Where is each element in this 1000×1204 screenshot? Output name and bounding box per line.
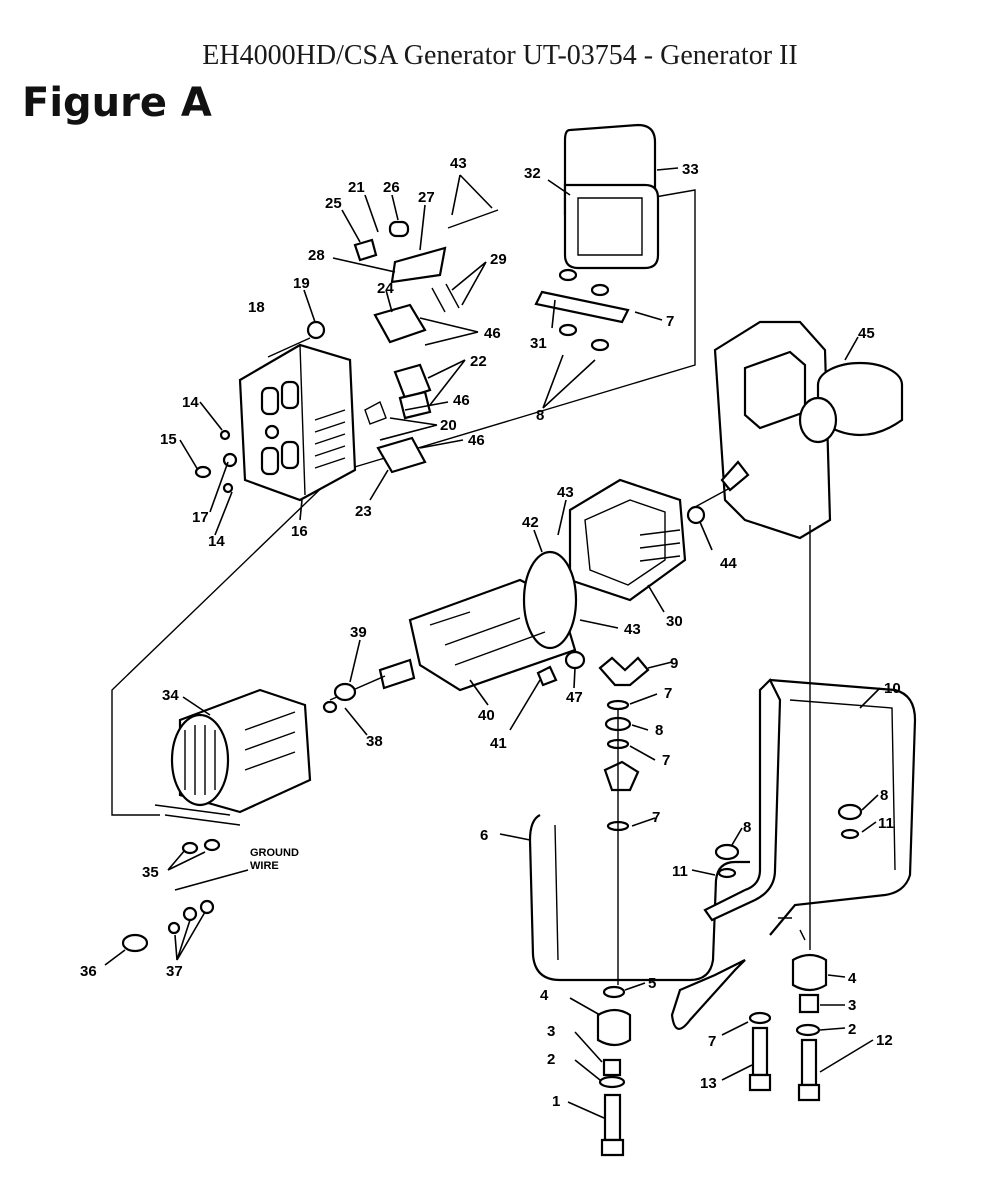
mount-hardware-left bbox=[596, 985, 632, 1157]
callout-29: 29 bbox=[490, 251, 507, 268]
callout-14: 14 bbox=[182, 394, 199, 411]
callout-3: 3 bbox=[547, 1023, 555, 1040]
callout-1: 1 bbox=[552, 1093, 560, 1110]
callout-7: 7 bbox=[662, 752, 670, 769]
callout-16: 16 bbox=[291, 523, 308, 540]
callout-22: 22 bbox=[470, 353, 487, 370]
callout-labels: 33 32 43 21 26 25 27 28 29 19 18 24 46 3… bbox=[80, 155, 901, 1110]
callout-15: 15 bbox=[160, 431, 177, 448]
mount-hardware-right bbox=[748, 953, 828, 1102]
callout-6: 6 bbox=[480, 827, 488, 844]
callout-38: 38 bbox=[366, 733, 383, 750]
callout-33: 33 bbox=[682, 161, 699, 178]
figure-label: Figure A bbox=[22, 80, 212, 126]
callout-8: 8 bbox=[655, 722, 663, 739]
callout-14: 14 bbox=[208, 533, 225, 550]
callout-10: 10 bbox=[884, 680, 901, 697]
callout-40: 40 bbox=[478, 707, 495, 724]
callout-43: 43 bbox=[624, 621, 641, 638]
ground-wire-label-line1: GROUND bbox=[250, 847, 299, 859]
stator-housing bbox=[154, 688, 312, 826]
callout-12: 12 bbox=[876, 1032, 893, 1049]
wing-nut-stack bbox=[598, 656, 650, 985]
callout-17: 17 bbox=[192, 509, 209, 526]
callout-37: 37 bbox=[166, 963, 183, 980]
callout-24: 24 bbox=[377, 280, 394, 297]
callout-8: 8 bbox=[880, 787, 888, 804]
callout-7: 7 bbox=[664, 685, 672, 702]
callout-7: 7 bbox=[708, 1033, 716, 1050]
ground-wire-label-line2: WIRE bbox=[250, 860, 279, 872]
callout-7: 7 bbox=[666, 313, 674, 330]
cover bbox=[563, 123, 660, 270]
callout-21: 21 bbox=[348, 179, 365, 196]
callout-47: 47 bbox=[566, 689, 583, 706]
callout-31: 31 bbox=[530, 335, 547, 352]
callout-25: 25 bbox=[325, 195, 342, 212]
callout-30: 30 bbox=[666, 613, 683, 630]
frame-left bbox=[528, 814, 750, 1030]
callout-46: 46 bbox=[468, 432, 485, 449]
assembly-outline bbox=[111, 189, 696, 816]
callout-5: 5 bbox=[648, 975, 656, 992]
ground-wire-note: GROUND WIRE bbox=[250, 847, 299, 872]
callout-2: 2 bbox=[547, 1051, 555, 1068]
callout-34: 34 bbox=[162, 687, 179, 704]
callout-20: 20 bbox=[440, 417, 457, 434]
callout-42: 42 bbox=[522, 514, 539, 531]
callout-18: 18 bbox=[248, 299, 265, 316]
front-bracket bbox=[568, 478, 687, 602]
rotor bbox=[329, 550, 578, 701]
bracket bbox=[534, 268, 630, 352]
regulator-blocks bbox=[364, 303, 432, 474]
callout-32: 32 bbox=[524, 165, 541, 182]
rear-housing bbox=[238, 343, 357, 502]
callout-11: 11 bbox=[878, 815, 894, 832]
small-parts bbox=[121, 320, 863, 953]
callout-2: 2 bbox=[848, 1021, 856, 1038]
page-title: EH4000HD/CSA Generator UT-03754 - Genera… bbox=[202, 40, 798, 71]
callout-46: 46 bbox=[453, 392, 470, 409]
leader-lines bbox=[104, 167, 881, 1119]
callout-23: 23 bbox=[355, 503, 372, 520]
callout-44: 44 bbox=[720, 555, 737, 572]
callout-43: 43 bbox=[557, 484, 574, 501]
callout-27: 27 bbox=[418, 189, 435, 206]
callout-36: 36 bbox=[80, 963, 97, 980]
callout-3: 3 bbox=[848, 997, 856, 1014]
switch-plate bbox=[353, 209, 499, 313]
callout-28: 28 bbox=[308, 247, 325, 264]
callout-45: 45 bbox=[858, 325, 875, 342]
callout-43: 43 bbox=[450, 155, 467, 172]
callout-8: 8 bbox=[743, 819, 751, 836]
callout-4: 4 bbox=[848, 970, 857, 987]
callout-19: 19 bbox=[293, 275, 310, 292]
callout-41: 41 bbox=[490, 735, 507, 752]
callout-9: 9 bbox=[670, 655, 678, 672]
callout-39: 39 bbox=[350, 624, 367, 641]
callout-7: 7 bbox=[652, 809, 660, 826]
callout-4: 4 bbox=[540, 987, 549, 1004]
callout-13: 13 bbox=[700, 1075, 717, 1092]
callout-35: 35 bbox=[142, 864, 159, 881]
callout-26: 26 bbox=[383, 179, 400, 196]
callout-8: 8 bbox=[536, 407, 544, 424]
callout-46: 46 bbox=[484, 325, 501, 342]
callout-11: 11 bbox=[672, 863, 688, 880]
engine bbox=[713, 320, 904, 540]
